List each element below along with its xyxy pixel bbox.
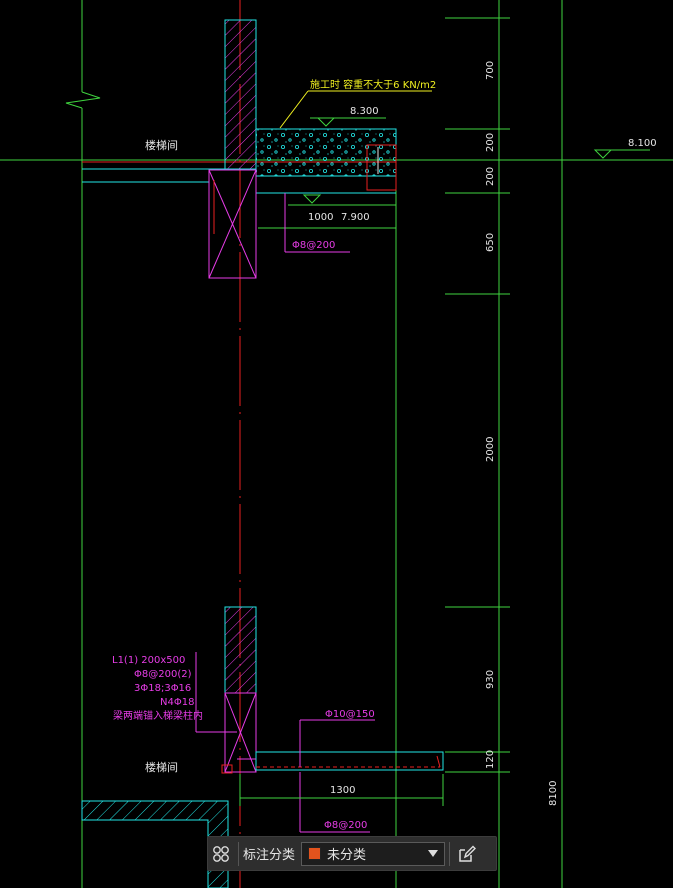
- beam-label-line-1: L1(1) 200x500: [112, 655, 185, 666]
- load-note: 施工时 容重不大于6 KN/m2: [279, 78, 436, 129]
- level-marker-810: 8.100: [593, 138, 657, 159]
- lower-slab: Φ10@150 Φ8@200: [237, 709, 444, 833]
- grid-apps-icon[interactable]: [208, 841, 234, 867]
- room-label-lower: 楼梯间: [145, 760, 178, 774]
- edit-icon[interactable]: [454, 841, 480, 867]
- rebar-leader-top: Φ8@200: [258, 193, 396, 253]
- rebar-bottom-text: Φ8@200: [324, 820, 367, 831]
- upper-beam-section: [208, 169, 257, 279]
- beam-label-line-4: N4Φ18: [160, 697, 194, 708]
- left-wall-line: [65, 0, 101, 888]
- vdim-650: 650: [485, 233, 496, 252]
- lower-wall: [224, 606, 257, 694]
- category-label: 标注分类: [243, 848, 296, 863]
- toolbar-divider: [238, 841, 239, 866]
- level-830-text: 8.300: [350, 106, 379, 117]
- concrete-slab: [255, 128, 397, 191]
- category-color-swatch: [308, 847, 322, 860]
- dim-1000-text: 1000: [308, 212, 333, 223]
- beam-label: L1(1) 200x500 Φ8@200(2) 3Φ18;3Φ16 N4Φ18 …: [112, 652, 237, 733]
- vdim-total-8100: 8100: [548, 781, 559, 806]
- vdim-930: 930: [485, 670, 496, 689]
- toolbar-divider-2: [449, 841, 451, 866]
- dim-1300: 1300: [239, 774, 444, 806]
- category-value: 未分类: [327, 848, 367, 863]
- lower-beam-section: [221, 692, 257, 774]
- level-790-text: 7.900: [341, 212, 370, 223]
- vertical-dimension-chain: 700 200 200 650 2000 930 120 8100: [445, 15, 559, 806]
- room-label-upper: 楼梯间: [145, 138, 178, 152]
- chevron-down-icon: [428, 850, 439, 857]
- level-marker-790: 1000 7.900: [288, 194, 396, 223]
- upper-wall: [224, 19, 257, 170]
- vdim-200-a: 200: [485, 133, 496, 152]
- level-810-text: 8.100: [628, 138, 657, 149]
- beam-label-line-5: 梁两端锚入梯梁柱内: [113, 709, 203, 722]
- dim-1300-text: 1300: [330, 785, 355, 796]
- load-note-text: 施工时 容重不大于6 KN/m2: [310, 78, 436, 91]
- vdim-700: 700: [485, 61, 496, 80]
- vdim-120: 120: [485, 750, 496, 769]
- level-marker-830: 8.300: [310, 106, 386, 127]
- vdim-200-b: 200: [485, 167, 496, 186]
- beam-label-line-3: 3Φ18;3Φ16: [134, 683, 191, 694]
- category-dropdown[interactable]: 未分类: [301, 841, 446, 866]
- vdim-2000: 2000: [485, 437, 496, 462]
- beam-label-line-2: Φ8@200(2): [134, 669, 192, 680]
- rebar-slab-text: Φ10@150: [325, 709, 375, 720]
- bottom-left-structure: [81, 800, 229, 888]
- annotation-toolbar: 标注分类 未分类: [207, 836, 497, 871]
- rebar-top-text: Φ8@200: [292, 240, 335, 251]
